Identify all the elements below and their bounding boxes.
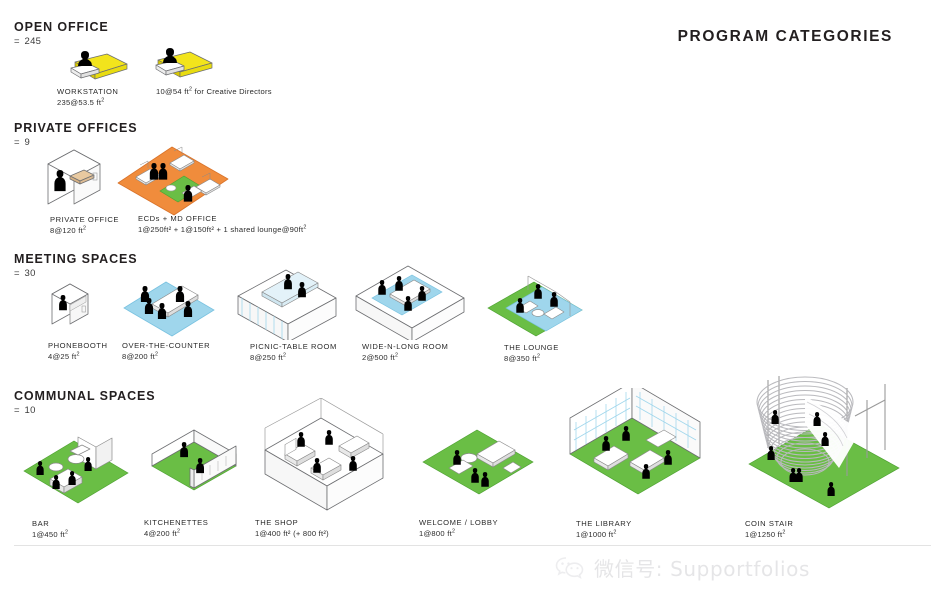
caption-the-lounge: THE LOUNGE 8@350 ft2 [504, 343, 559, 363]
bar-illustration [23, 436, 129, 504]
private-office-illustration [47, 149, 101, 205]
caption-picnic-table-room: PICNIC-TABLE ROOM 8@250 ft2 [250, 342, 337, 362]
phonebooth-illustration [51, 283, 89, 325]
ecd-office-illustration [117, 146, 229, 216]
the-library-illustration [569, 388, 701, 495]
caption-the-library: THE LIBRARY 1@1000 ft2 [576, 519, 632, 539]
kitchenettes-illustration [151, 429, 237, 491]
wechat-icon [555, 556, 584, 579]
picnic-table-room-illustration [237, 269, 337, 340]
section-count-communal-spaces: = 10 [14, 405, 36, 416]
page-title: PROGRAM CATEGORIES [677, 28, 893, 45]
section-count-open-office: = 245 [14, 36, 42, 47]
caption-wide-n-long-room: WIDE-N-LONG ROOM 2@500 ft2 [362, 342, 449, 362]
section-count-private-offices: = 9 [14, 137, 31, 148]
caption-welcome-lobby: WELCOME / LOBBY 1@800 ft2 [419, 518, 499, 538]
caption-bar: BAR 1@450 ft2 [32, 519, 69, 539]
section-count-meeting-spaces: = 30 [14, 268, 36, 279]
workstation-illustration [70, 51, 128, 80]
the-lounge-illustration [487, 275, 583, 337]
footer-divider [14, 545, 931, 546]
the-shop-illustration [264, 398, 384, 511]
welcome-lobby-illustration [422, 429, 534, 495]
caption-coin-stair: COIN STAIR 1@1250 ft2 [745, 519, 794, 539]
caption-kitchenettes: KITCHENETTES 4@200 ft2 [144, 518, 209, 538]
wide-n-long-room-illustration [355, 265, 465, 340]
caption-the-shop: THE SHOP 1@400 ft² (+ 800 ft²) [255, 518, 329, 538]
caption-private-office: PRIVATE OFFICE 8@120 ft2 [50, 215, 120, 235]
wechat-watermark: 微信号: Supportfolios [555, 553, 810, 582]
over-the-counter-illustration [123, 281, 215, 337]
caption-phonebooth: PHONEBOOTH 4@25 ft2 [48, 341, 108, 361]
coin-stair-illustration [748, 376, 900, 509]
caption-creative-directors-workstation: 10@54 ft2 for Creative Directors [156, 86, 272, 96]
workstation-illustration [155, 48, 213, 78]
watermark-text: 微信号: Supportfolios [594, 557, 811, 581]
caption-over-the-counter: OVER-THE-COUNTER 8@200 ft2 [122, 341, 211, 361]
caption-ecds-md-office: ECDs + MD OFFICE 1@250ft² + 1@150ft² + 1… [138, 214, 307, 234]
section-heading-meeting-spaces: MEETING SPACES [14, 252, 138, 266]
section-heading-open-office: OPEN OFFICE [14, 20, 109, 34]
section-heading-private-offices: PRIVATE OFFICES [14, 121, 138, 135]
section-heading-communal-spaces: COMMUNAL SPACES [14, 389, 156, 403]
caption-workstation: WORKSTATION 235@53.5 ft2 [57, 87, 119, 107]
